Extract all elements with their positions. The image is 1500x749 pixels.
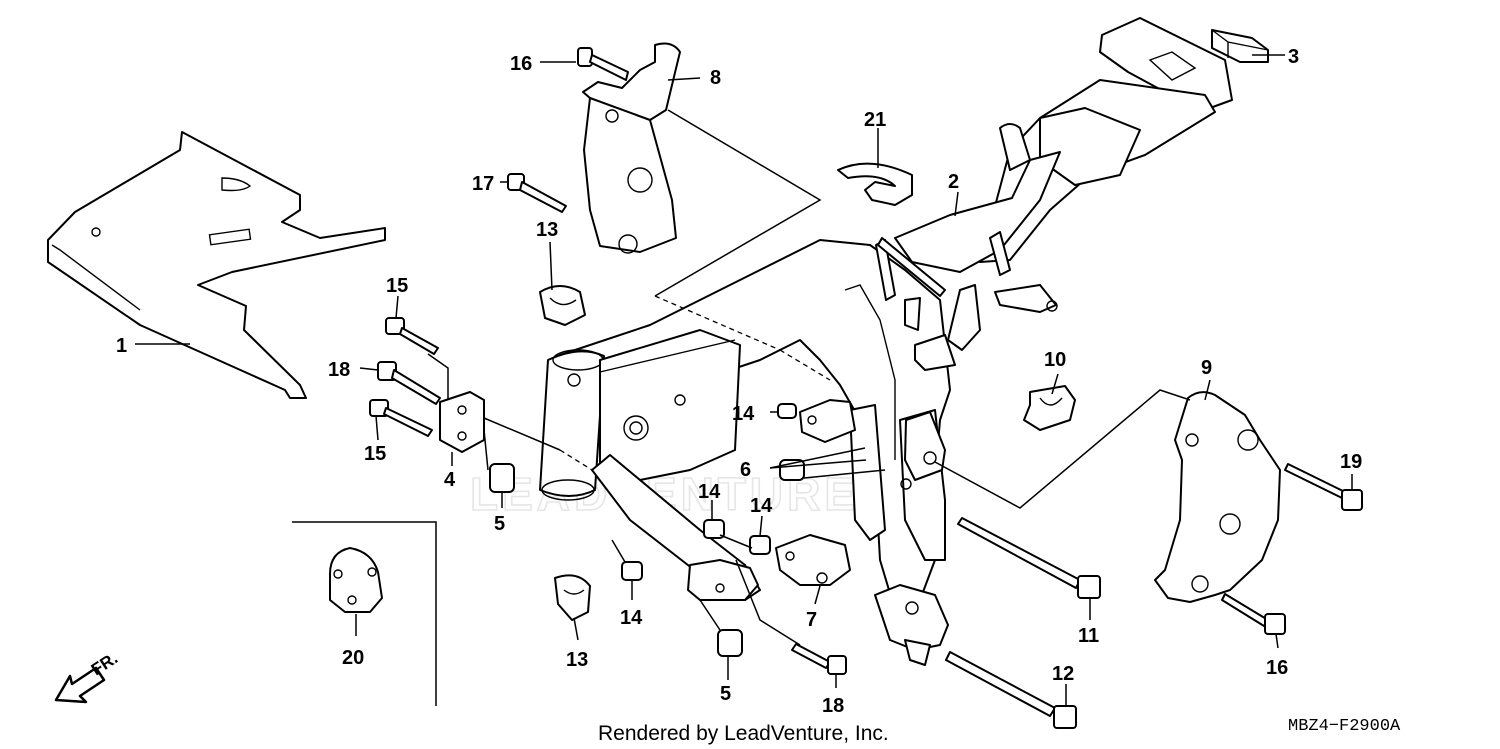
- callout-14c: 14: [750, 495, 773, 517]
- part-6-mount-plate-upper[interactable]: [799, 399, 856, 443]
- callout-15b: 15: [364, 443, 386, 465]
- callout-15a: 15: [386, 275, 408, 297]
- part-13a-clip[interactable]: [539, 285, 586, 326]
- callout-2: 2: [948, 171, 959, 193]
- callout-16b: 16: [1266, 657, 1288, 679]
- callout-13a: 13: [536, 219, 558, 241]
- callout-14a: 14: [732, 403, 755, 425]
- part-3-rubber-block[interactable]: [1211, 29, 1269, 63]
- callout-11: 11: [1078, 625, 1099, 647]
- callout-20: 20: [342, 647, 364, 669]
- callout-16a: 16: [510, 53, 532, 75]
- part-21-clamp-band[interactable]: [837, 162, 913, 206]
- callout-19: 19: [1340, 451, 1362, 473]
- callout-labels: 1 2 3 4 5 5 6 7 8 9 10 11 12 13 13 14 14…: [116, 46, 1362, 717]
- callout-5a: 5: [494, 513, 505, 535]
- callout-21: 21: [864, 109, 886, 131]
- leader-lines: [135, 54, 1353, 706]
- front-arrow-icon: [54, 666, 106, 704]
- bolts[interactable]: [369, 47, 1363, 729]
- callout-4: 4: [444, 469, 456, 491]
- part-9-rear-hanger[interactable]: [1154, 391, 1281, 603]
- callout-18b: 18: [822, 695, 844, 717]
- callout-10: 10: [1044, 349, 1066, 371]
- callout-18a: 18: [328, 359, 350, 381]
- callout-9: 9: [1201, 357, 1212, 379]
- front-direction-indicator: FR.: [54, 649, 121, 704]
- part-1-floor-panel[interactable]: [47, 131, 386, 399]
- callout-13b: 13: [566, 649, 588, 671]
- credit-text: Rendered by LeadVenture, Inc.: [598, 722, 889, 745]
- part-8-front-bracket[interactable]: [582, 42, 681, 254]
- part-10-clip[interactable]: [1023, 385, 1076, 431]
- part-20-plate[interactable]: [329, 547, 383, 613]
- callout-7: 7: [806, 609, 817, 631]
- part-13b-clip[interactable]: [554, 574, 591, 621]
- callout-5b: 5: [720, 683, 731, 705]
- callout-14d: 14: [620, 607, 643, 629]
- callout-17: 17: [472, 173, 494, 195]
- part-4-bracket[interactable]: [439, 391, 485, 453]
- part-7-mount-plate[interactable]: [775, 534, 851, 586]
- callout-6: 6: [740, 459, 751, 481]
- diagram-code: MBZ4−F2900A: [1288, 717, 1401, 736]
- part-2-main-frame[interactable]: [539, 17, 1233, 666]
- callout-1: 1: [116, 335, 127, 357]
- callout-14b: 14: [698, 481, 721, 503]
- callout-8: 8: [710, 67, 721, 89]
- callout-12: 12: [1052, 663, 1074, 685]
- callout-3: 3: [1288, 46, 1299, 68]
